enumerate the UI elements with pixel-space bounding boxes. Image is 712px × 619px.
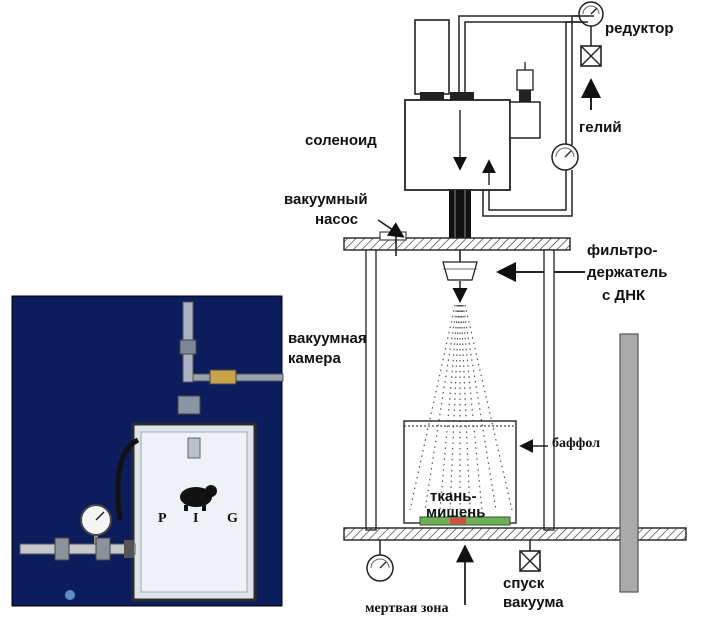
helium-valve-icon — [580, 45, 602, 67]
label-reducer: редуктор — [605, 20, 674, 37]
label-target-tissue-1: ткань- — [430, 488, 476, 505]
schematic: редуктор гелий соленоид вакуумный насос … — [284, 1, 687, 616]
photo-letter-p: P — [158, 511, 167, 526]
gas-cylinder — [414, 19, 450, 95]
label-helium: гелий — [579, 119, 622, 136]
right-rod — [543, 249, 555, 531]
photo-letter-g: G — [227, 511, 238, 526]
bottom-gauge-icon — [366, 540, 394, 582]
barrel — [449, 190, 471, 238]
particle-spray — [409, 304, 513, 511]
label-filter-holder-3: с ДНК — [602, 287, 646, 304]
label-solenoid: соленоид — [305, 132, 377, 149]
vacuum-release-valve-icon — [519, 540, 541, 572]
photo-letter-i: I — [193, 511, 198, 526]
solenoid-body — [404, 99, 511, 191]
device-photo: P I G — [11, 295, 284, 607]
label-vacuum-chamber-1: вакуумная — [288, 330, 367, 347]
reducer-gauge-icon — [578, 1, 604, 27]
photo-gauge-icon — [80, 504, 112, 552]
support-column — [619, 333, 639, 593]
label-filter-holder-2: держатель — [587, 264, 667, 281]
bottom-plate — [343, 527, 687, 541]
label-baffle: баффол — [552, 436, 600, 451]
left-rod — [365, 249, 377, 531]
side-gauge-icon — [551, 143, 579, 171]
filter-holder — [442, 250, 478, 281]
label-vacuum-pump-1: вакуумный — [284, 191, 368, 208]
label-filter-holder-1: фильтро- — [587, 242, 657, 259]
label-target-tissue-2: мишень — [426, 504, 485, 521]
label-vacuum-chamber-2: камера — [288, 350, 341, 367]
pig-silhouette-icon — [180, 485, 217, 511]
label-vacuum-release-1: спуск — [503, 575, 545, 592]
label-dead-zone: мертвая зона — [365, 601, 448, 616]
label-vacuum-pump-2: насос — [315, 211, 358, 228]
top-plate — [343, 237, 571, 251]
label-vacuum-release-2: вакуума — [503, 594, 564, 611]
